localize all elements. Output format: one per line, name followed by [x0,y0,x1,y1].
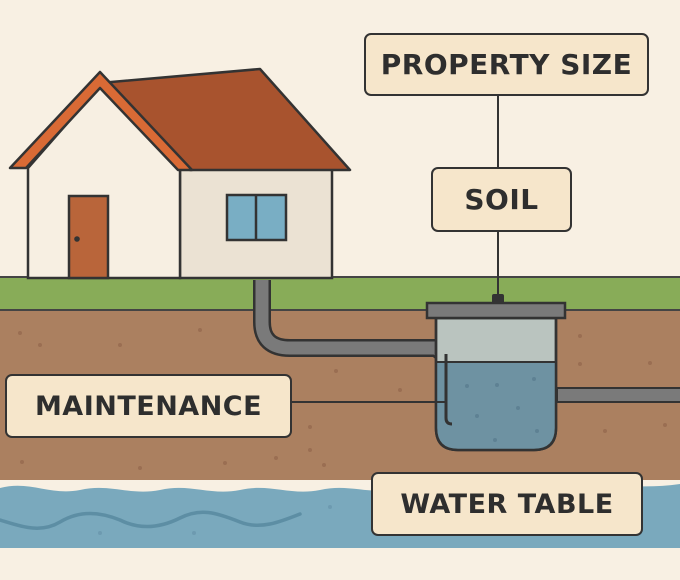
septic-tank [425,294,567,452]
soil-label: SOIL [431,167,572,232]
soil-specks [18,328,667,470]
maintenance-label: MAINTENANCE [5,374,292,438]
water-wave [0,510,302,530]
water-table-label: WATER TABLE [371,472,643,536]
roof-trim [8,70,194,172]
door [67,194,110,280]
house [8,67,352,280]
property-size-label: PROPERTY SIZE [364,33,649,96]
inlet-tee [444,354,453,426]
outlet-pipe [556,387,680,403]
tank-lid [425,301,567,320]
access-riser [492,294,504,304]
door-knob [74,236,80,242]
grass-strip [0,277,680,310]
